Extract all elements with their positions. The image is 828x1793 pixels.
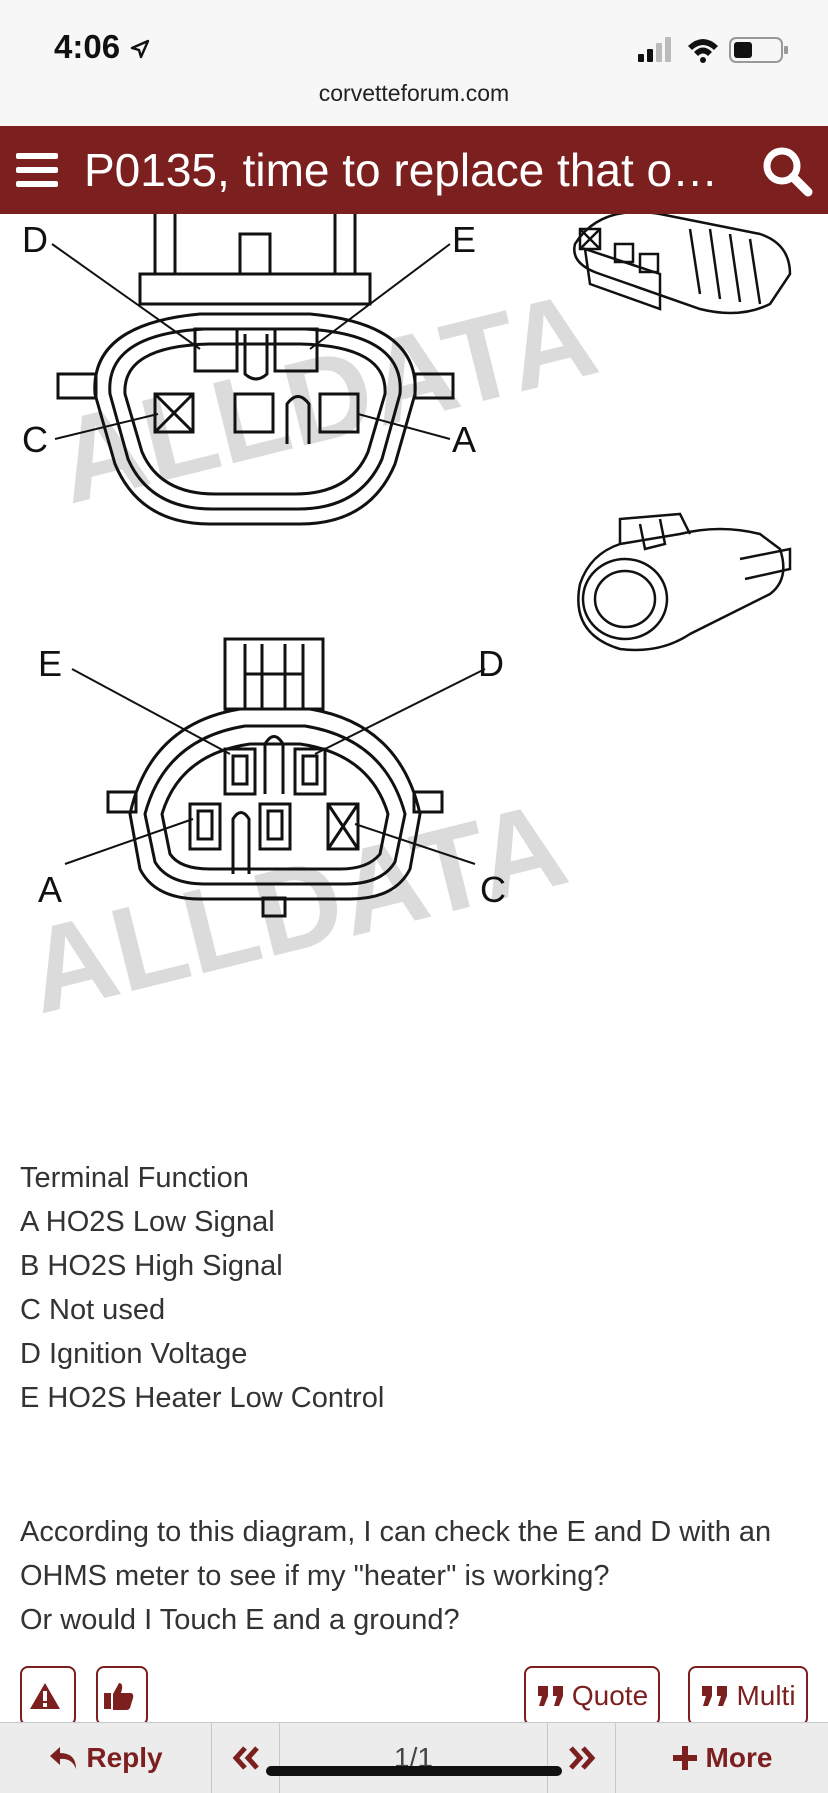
connector-1-isometric bbox=[573, 214, 792, 315]
label-2-E: E bbox=[38, 643, 62, 684]
terminal-row: B HO2S High Signal bbox=[20, 1250, 283, 1282]
terminal-heading: Terminal Function bbox=[20, 1162, 249, 1194]
more-button[interactable]: More bbox=[616, 1723, 828, 1793]
label-2-A: A bbox=[38, 869, 62, 910]
wifi-icon bbox=[688, 39, 718, 63]
terminal-function-list: Terminal Function A HO2S Low Signal B HO… bbox=[20, 1156, 820, 1420]
label-1-C: C bbox=[22, 419, 48, 460]
status-time: 4:06 bbox=[54, 28, 151, 66]
label-2-C: C bbox=[480, 869, 506, 910]
double-chevron-left-icon bbox=[232, 1746, 259, 1770]
reply-button[interactable]: Reply bbox=[0, 1723, 212, 1793]
more-label: More bbox=[705, 1742, 773, 1773]
label-1-E: E bbox=[452, 219, 476, 260]
label-1-D: D bbox=[22, 219, 48, 260]
multi-label: Multi bbox=[736, 1680, 796, 1711]
terminal-row: D Ignition Voltage bbox=[20, 1338, 248, 1370]
question-line-1: According to this diagram, I can check t… bbox=[20, 1516, 772, 1592]
thumbs-up-icon bbox=[104, 1683, 134, 1710]
status-bar: 4:06 corvetteforum.com bbox=[0, 0, 828, 126]
label-2-D: D bbox=[478, 643, 504, 684]
cellular-signal-icon bbox=[638, 37, 671, 62]
plus-icon bbox=[672, 1746, 697, 1770]
last-page-button[interactable] bbox=[548, 1723, 616, 1793]
quote-button[interactable]: Quote bbox=[524, 1666, 660, 1726]
double-chevron-right-icon bbox=[568, 1746, 595, 1770]
terminal-row: A HO2S Low Signal bbox=[20, 1206, 275, 1238]
bottom-toolbar: Reply 1/1 More bbox=[0, 1722, 828, 1793]
connector-2 bbox=[64, 637, 486, 918]
like-button[interactable] bbox=[96, 1666, 148, 1726]
page-indicator[interactable]: 1/1 bbox=[280, 1723, 548, 1793]
thread-header: P0135, time to replace that o… bbox=[0, 126, 828, 214]
report-button[interactable] bbox=[20, 1666, 76, 1726]
warning-icon bbox=[30, 1683, 60, 1709]
location-arrow-icon bbox=[131, 40, 150, 59]
multi-quote-button[interactable]: Multi bbox=[688, 1666, 808, 1726]
battery-icon bbox=[729, 37, 788, 63]
hamburger-menu-icon[interactable] bbox=[14, 148, 60, 192]
quote-icon bbox=[702, 1686, 728, 1706]
watermark: ALLDATA ALLDATA bbox=[14, 266, 609, 1039]
connector-1 bbox=[51, 214, 455, 526]
reply-label: Reply bbox=[86, 1742, 163, 1773]
home-indicator bbox=[266, 1766, 562, 1776]
terminal-row: C Not used bbox=[20, 1294, 166, 1326]
post-question: According to this diagram, I can check t… bbox=[20, 1510, 820, 1642]
terminal-row: E HO2S Heater Low Control bbox=[20, 1382, 385, 1414]
url-bar[interactable]: corvetteforum.com bbox=[318, 80, 510, 106]
first-page-button[interactable] bbox=[212, 1723, 280, 1793]
quote-label: Quote bbox=[571, 1680, 649, 1711]
quote-icon bbox=[537, 1686, 563, 1706]
reply-icon bbox=[50, 1747, 77, 1769]
search-icon[interactable] bbox=[760, 144, 814, 198]
question-line-2: Or would I Touch E and a ground? bbox=[20, 1604, 460, 1636]
connector-diagram: ALLDATA ALLDATA D E C A bbox=[14, 214, 792, 1039]
connector-2-isometric bbox=[577, 512, 792, 652]
status-icons bbox=[638, 37, 788, 63]
page-title: P0135, time to replace that o… bbox=[84, 144, 719, 196]
label-1-A: A bbox=[452, 419, 476, 460]
